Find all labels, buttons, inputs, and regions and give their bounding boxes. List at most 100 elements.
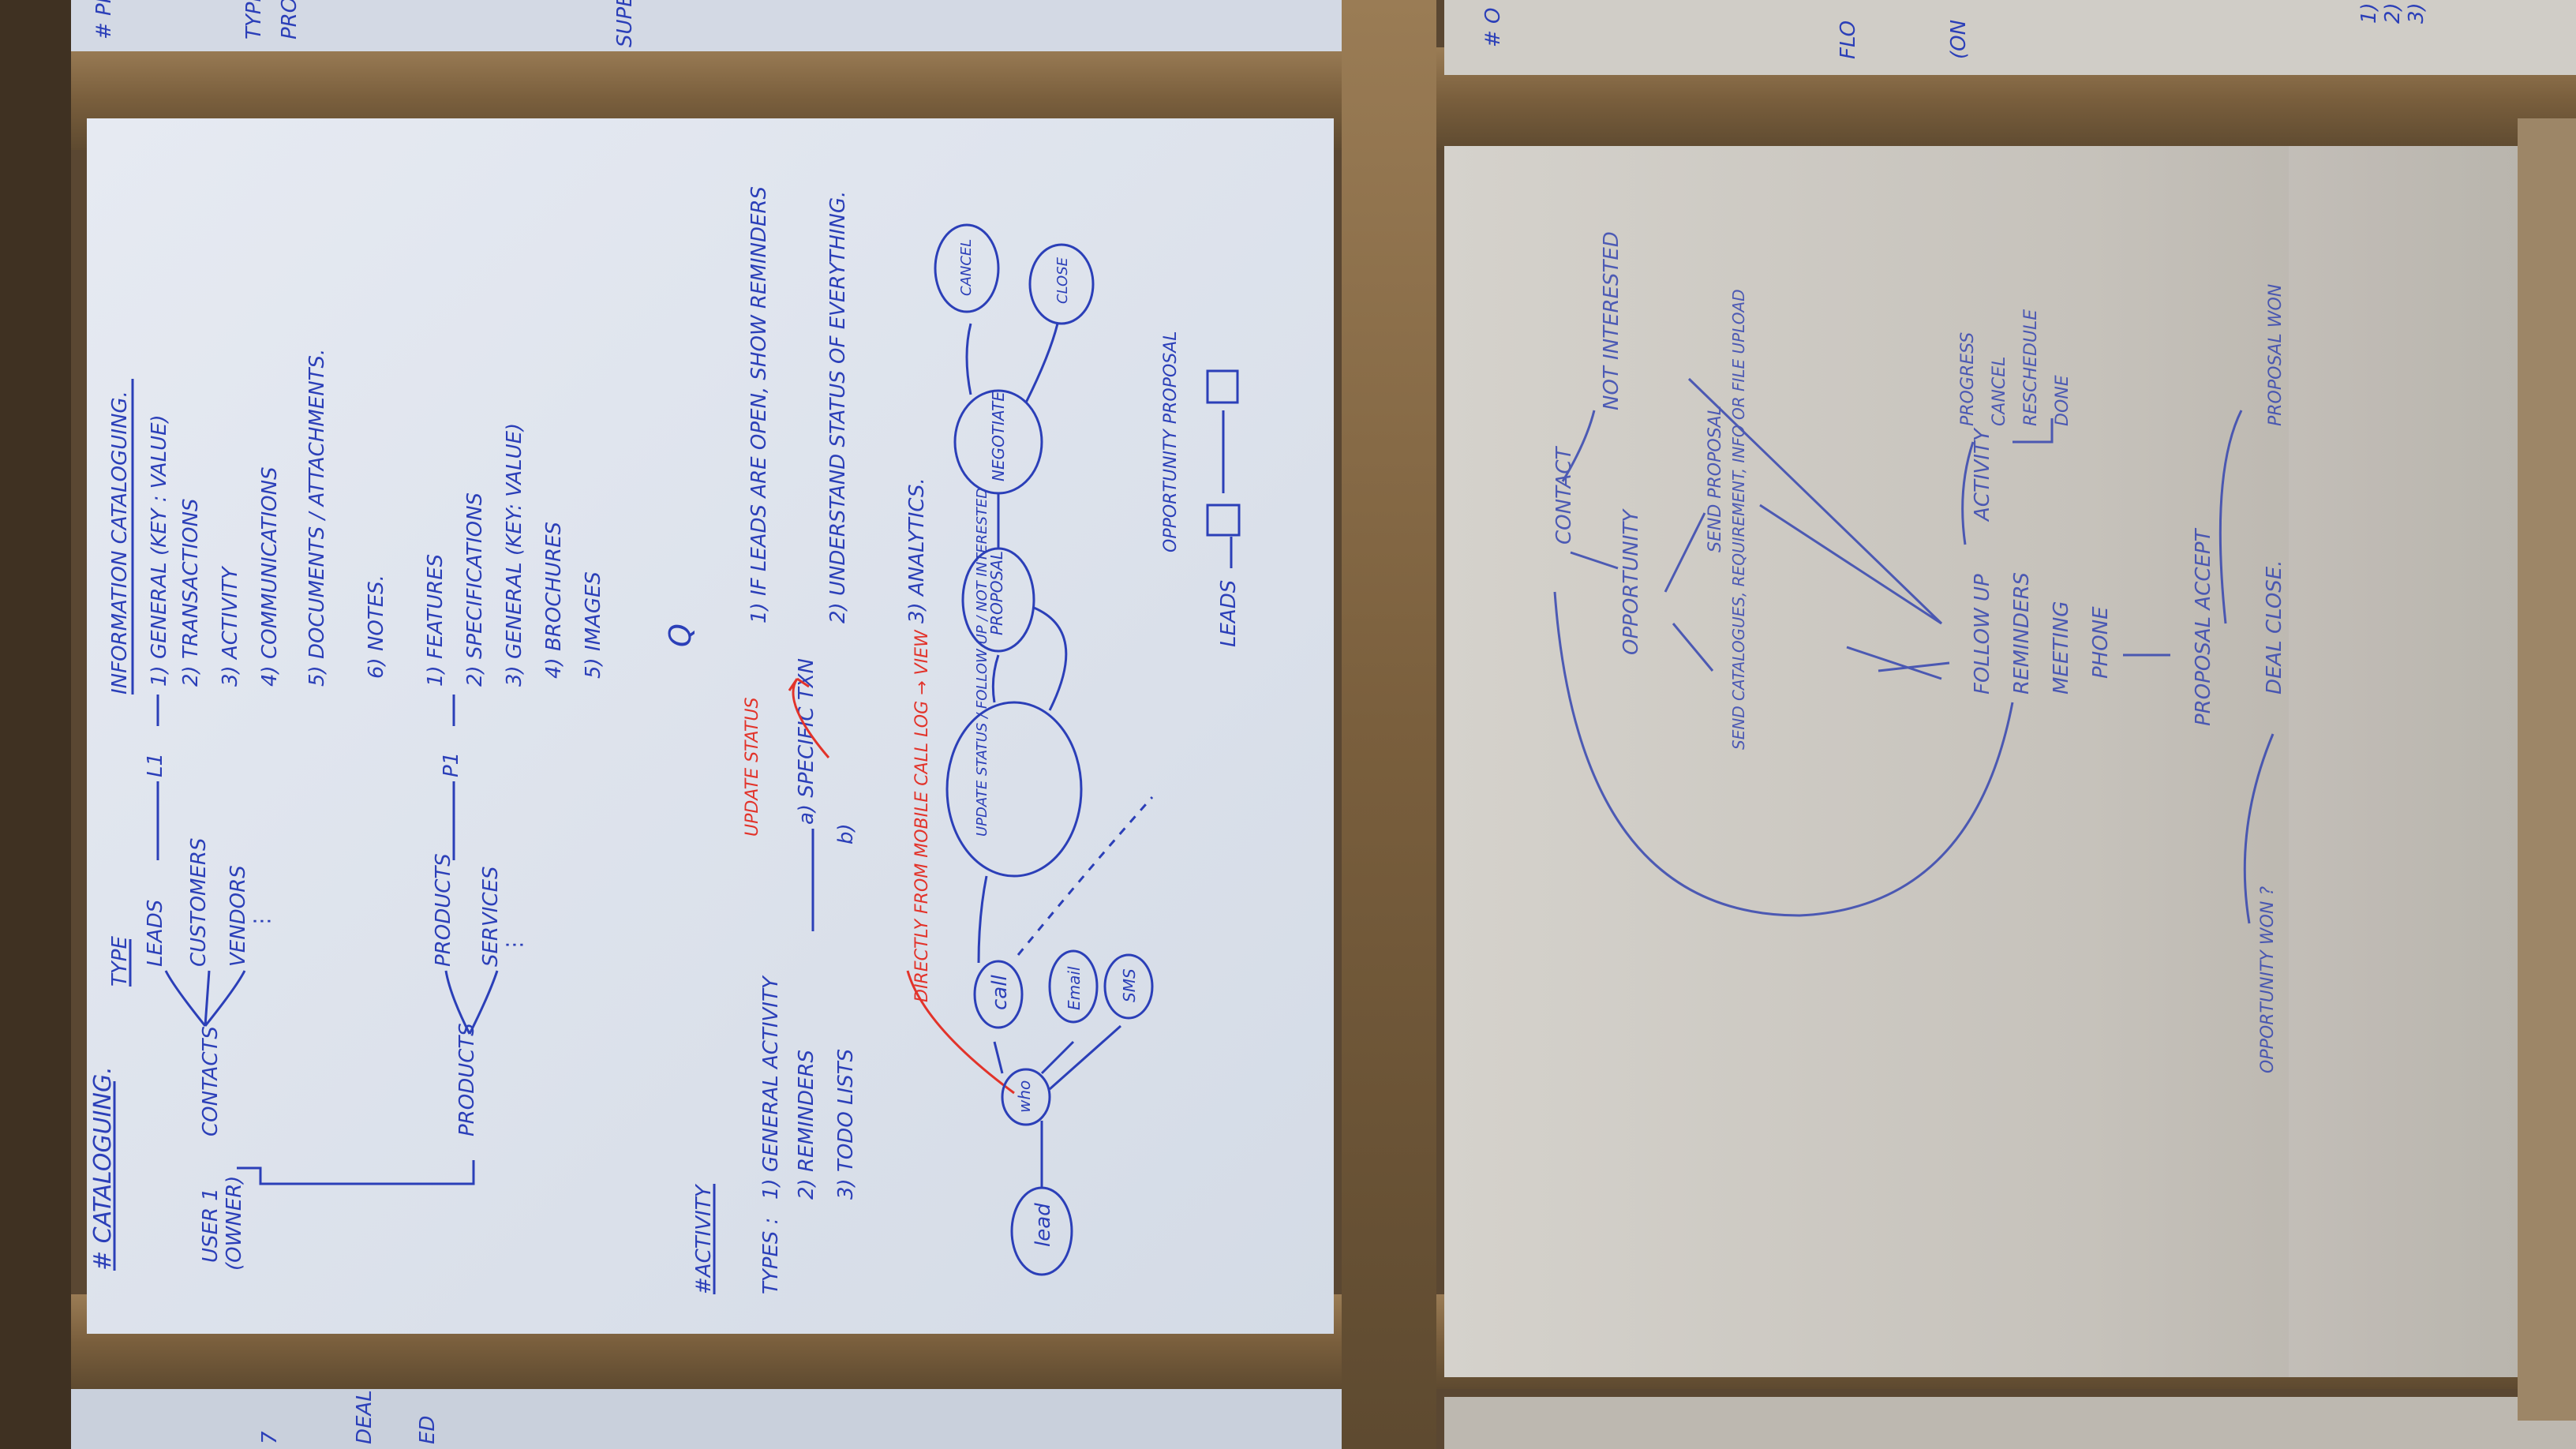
type-item-3: 3) TODO LISTS bbox=[834, 1049, 858, 1200]
leads-label: LEADS bbox=[144, 900, 167, 967]
contacts-label: CONTACTS bbox=[199, 1026, 223, 1136]
activity-list-2: CANCEL bbox=[1990, 357, 2009, 426]
info-heading: INFORMATION CATALOGUING. bbox=[108, 391, 132, 695]
call-label: call bbox=[988, 975, 1012, 1010]
l1-label: L1 bbox=[144, 753, 167, 777]
vendors-label: VENDORS bbox=[227, 865, 250, 967]
left-whiteboard bbox=[87, 118, 1334, 1334]
catalogue-section: # CATALOGUING. USER 1 (OWNER) CONTACTS P… bbox=[89, 349, 605, 1271]
close-node bbox=[1028, 243, 1095, 325]
follow-up-label: FOLLOW UP bbox=[1971, 574, 1994, 695]
services-label: SERVICES bbox=[479, 866, 503, 967]
proposal-label: PROPOSAL bbox=[987, 551, 1006, 635]
scrap-top-7: 3) UL bbox=[2405, 0, 2428, 24]
p-item-5: 5) IMAGES bbox=[582, 571, 605, 679]
opportunity-won-label: OPPORTUNITY WON ? bbox=[2258, 886, 2278, 1073]
sms-node bbox=[1103, 953, 1154, 1020]
leads-mini: LEADS bbox=[1217, 580, 1241, 647]
info-item-2: 2) TRANSACTIONS bbox=[179, 498, 203, 687]
cancel-node bbox=[934, 223, 1000, 313]
negotiate-node bbox=[953, 389, 1043, 495]
note-2: 2) UNDERSTAND STATUS OF EVERYTHING. bbox=[826, 191, 850, 623]
right-board-section: CONTACT NOT INTERESTED OPPORTUNITY SEND … bbox=[1552, 231, 2286, 1073]
info-item-5: 5) DOCUMENTS / ATTACHMENTS. bbox=[305, 349, 329, 687]
scrap-bottom-1: 7 bbox=[258, 1431, 282, 1444]
top-left-scrap bbox=[71, 0, 1342, 51]
p-item-3: 3) GENERAL (KEY: VALUE) bbox=[503, 423, 526, 687]
info-item-4: 4) COMMUNICATIONS bbox=[258, 466, 282, 687]
b-label: b) bbox=[834, 823, 858, 844]
scrap-top-1: # PR bbox=[92, 0, 116, 39]
frame-center-post bbox=[1342, 0, 1436, 1449]
scrap-bottom-3: ED bbox=[416, 1416, 440, 1444]
scrap-top-3: PROC bbox=[278, 0, 301, 39]
email-node bbox=[1048, 949, 1099, 1024]
activity-label: ACTIVITY bbox=[1971, 427, 1994, 522]
scrap-top-2: TYPE bbox=[242, 0, 266, 39]
activity-list-1: PROGRESS bbox=[1958, 332, 1978, 426]
lead-label: lead bbox=[1032, 1203, 1055, 1247]
scrap-top-10: (ON bbox=[1947, 20, 1971, 59]
activity-section: #ACTIVITY TYPES : 1) GENERAL ACTIVITY 2)… bbox=[663, 186, 1241, 1294]
top-right-scrap bbox=[1444, 0, 2576, 75]
sms-label: SMS bbox=[1120, 968, 1139, 1002]
not-interested-label: NOT INTERESTED bbox=[1600, 231, 1623, 410]
status-text: UPDATE STATUS / FOLLOW UP / NOT INTEREST… bbox=[974, 488, 990, 837]
cancel-label: CANCEL bbox=[958, 239, 975, 296]
deal-close-label: DEAL CLOSE. bbox=[2263, 560, 2286, 695]
opportunity-label: OPPORTUNITY bbox=[1619, 508, 1643, 655]
info-item-3: 3) ACTIVITY bbox=[219, 565, 242, 687]
p1-label: P1 bbox=[440, 752, 463, 777]
bottom-left-scrap bbox=[71, 1389, 1342, 1449]
right-whiteboard bbox=[1444, 146, 2518, 1377]
negotiate-label: NEGOTIATE bbox=[989, 391, 1008, 481]
q-mark: Q bbox=[663, 623, 698, 647]
red-directly: DIRECTLY FROM MOBILE CALL LOG → VIEW bbox=[912, 629, 932, 1002]
activity-heading: #ACTIVITY bbox=[692, 1183, 716, 1294]
scrap-top-9: FLO bbox=[1837, 21, 1860, 59]
products2-label: PRODUCTS bbox=[432, 853, 455, 967]
customers-label: CUSTOMERS bbox=[187, 838, 211, 967]
info-item-6: 6) NOTES. bbox=[365, 575, 388, 679]
call-node bbox=[973, 960, 1024, 1029]
products-label: PRODUCTS bbox=[455, 1023, 479, 1136]
type-item-2: 2) REMINDERS bbox=[795, 1050, 818, 1200]
type-item-1: 1) GENERAL ACTIVITY bbox=[759, 975, 783, 1200]
red-update-status: UPDATE STATUS bbox=[743, 698, 762, 837]
right-board-glare bbox=[2289, 146, 2518, 1377]
user-label: USER 1 bbox=[199, 1188, 223, 1263]
p-item-4: 4) BROCHURES bbox=[542, 522, 566, 679]
svg-text:⋮: ⋮ bbox=[503, 934, 526, 955]
close-label: CLOSE bbox=[1054, 256, 1071, 304]
red-curve bbox=[788, 677, 1015, 1095]
types-label: TYPES : bbox=[759, 1218, 783, 1294]
proposal-accept-label: PROPOSAL ACCEPT bbox=[2192, 527, 2215, 726]
loop-arrow bbox=[1553, 591, 2014, 917]
svg-text:⋮: ⋮ bbox=[250, 911, 274, 931]
scrap-top-8: # O bbox=[1481, 7, 1505, 47]
status-node bbox=[945, 701, 1083, 878]
contact-label: CONTACT bbox=[1552, 445, 1576, 545]
catalogue-heading: # CATALOGUING. bbox=[89, 1066, 117, 1271]
note-1: 1) IF LEADS ARE OPEN, SHOW REMINDERS bbox=[747, 186, 771, 623]
type-label: TYPE bbox=[108, 936, 132, 987]
right-frame-edge bbox=[2518, 118, 2576, 1421]
info-item-1: 1) GENERAL (KEY : VALUE) bbox=[148, 414, 171, 687]
email-label: Email bbox=[1065, 966, 1084, 1010]
opp-proposal: OPPORTUNITY PROPOSAL bbox=[1161, 331, 1181, 552]
box-b bbox=[1206, 369, 1239, 404]
scrap-top-4: SUPER bbox=[613, 0, 637, 47]
who-node bbox=[1001, 1068, 1051, 1126]
who-label: who bbox=[1015, 1080, 1034, 1113]
scrap-top-6: 2) AC bbox=[2381, 0, 2405, 24]
activity-list-3: RESCHEDULE bbox=[2021, 309, 2041, 426]
reminders-label: REMINDERS bbox=[2010, 572, 2034, 695]
owner-label: (OWNER) bbox=[223, 1176, 246, 1271]
frame-left-edge bbox=[0, 0, 71, 1449]
scrap-bottom-2: DEAL bbox=[353, 1390, 376, 1444]
scrap-top-5: 1) AC bbox=[2357, 0, 2381, 24]
send-catalogues-label: SEND CATALOGUES, REQUIREMENT, INFO OR FI… bbox=[1729, 289, 1748, 750]
send-proposal-label: SEND PROPOSAL bbox=[1705, 406, 1725, 552]
p-item-2: 2) SPECIFICATIONS bbox=[463, 492, 487, 687]
